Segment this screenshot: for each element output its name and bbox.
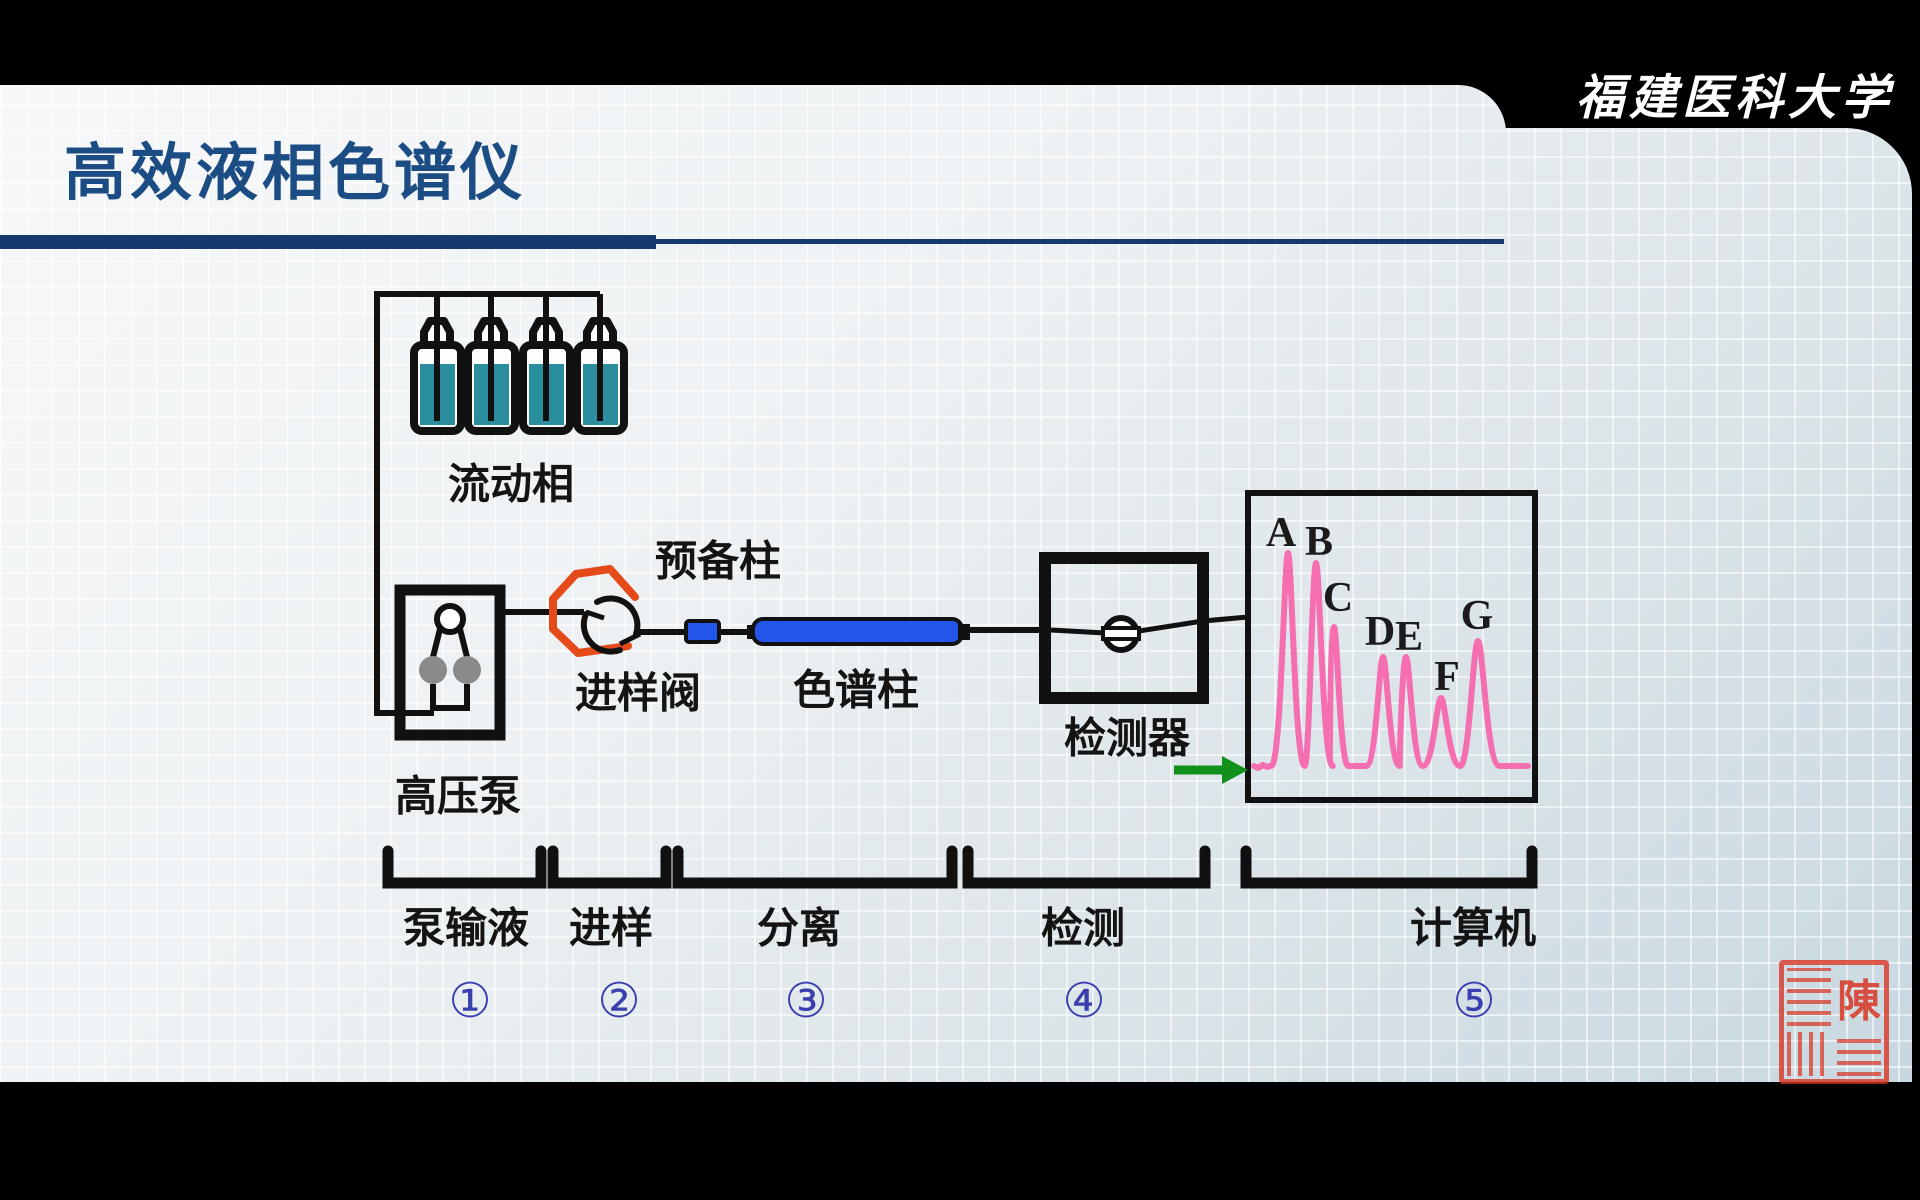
solvent-bottle-icon	[464, 294, 519, 435]
label-detector: 检测器	[1063, 716, 1191, 763]
title-divider-thin	[656, 239, 1504, 244]
peak-label-b: B	[1304, 519, 1334, 565]
seal-glyph-pattern	[1837, 1032, 1881, 1076]
injection-valve-icon	[549, 565, 642, 657]
chromatogram-trace	[1251, 550, 1531, 771]
red-seal-stamp: 陳	[1779, 960, 1889, 1084]
chromatographic-column-icon	[747, 617, 1046, 646]
seal-glyph-pattern	[1787, 968, 1831, 1026]
stage-brackets	[382, 845, 1538, 889]
solvent-bottle-icon	[519, 294, 574, 435]
stage-label-detection: 检测	[1040, 906, 1126, 953]
stage-label-injection: 进样	[568, 906, 654, 953]
high-pressure-pump-icon	[394, 584, 584, 741]
stage-number-2: ②	[597, 973, 641, 1029]
university-name: 福建医科大学	[1576, 72, 1895, 125]
detector-icon	[1039, 552, 1249, 704]
label-injection-valve: 进样阀	[574, 671, 702, 718]
stage-bracket	[547, 845, 672, 889]
seal-character: 陳	[1837, 977, 1881, 1026]
stage-bracket	[1240, 845, 1538, 889]
stage-label-separation: 分离	[756, 906, 842, 953]
stage-number-5: ⑤	[1452, 973, 1496, 1029]
stage-label-pumping: 泵输液	[402, 906, 530, 953]
peak-label-g: G	[1460, 593, 1494, 639]
label-pump: 高压泵	[394, 774, 522, 821]
label-mobile-phase: 流动相	[447, 462, 575, 509]
label-column: 色谱柱	[792, 668, 920, 715]
slide-panel-main	[0, 128, 1912, 1082]
stage-bracket	[672, 845, 958, 889]
stage-bracket	[382, 845, 547, 889]
mobile-phase-bottles-icon	[410, 294, 628, 435]
title-divider-thick	[0, 235, 656, 249]
seal-glyph-pattern	[1787, 1032, 1831, 1076]
peak-label-f: F	[1434, 654, 1460, 700]
chromatogram-display	[1245, 490, 1538, 803]
solvent-bottle-icon	[410, 294, 465, 435]
peak-label-e: E	[1394, 614, 1424, 660]
signal-arrow-icon	[1174, 756, 1248, 784]
peak-label-c: C	[1322, 575, 1354, 621]
page-title: 高效液相色谱仪	[64, 140, 527, 208]
stage-label-computer: 计算机	[1409, 906, 1537, 953]
peak-label-d: D	[1364, 609, 1396, 655]
stage-bracket	[962, 845, 1211, 889]
peak-label-a: A	[1265, 510, 1297, 556]
stage-number-4: ④	[1062, 973, 1106, 1029]
stage-number-3: ③	[784, 973, 828, 1029]
stage-number-1: ①	[448, 973, 492, 1029]
solvent-bottle-icon	[573, 294, 628, 435]
label-guard-column: 预备柱	[654, 539, 782, 586]
guard-column-icon	[636, 619, 753, 644]
